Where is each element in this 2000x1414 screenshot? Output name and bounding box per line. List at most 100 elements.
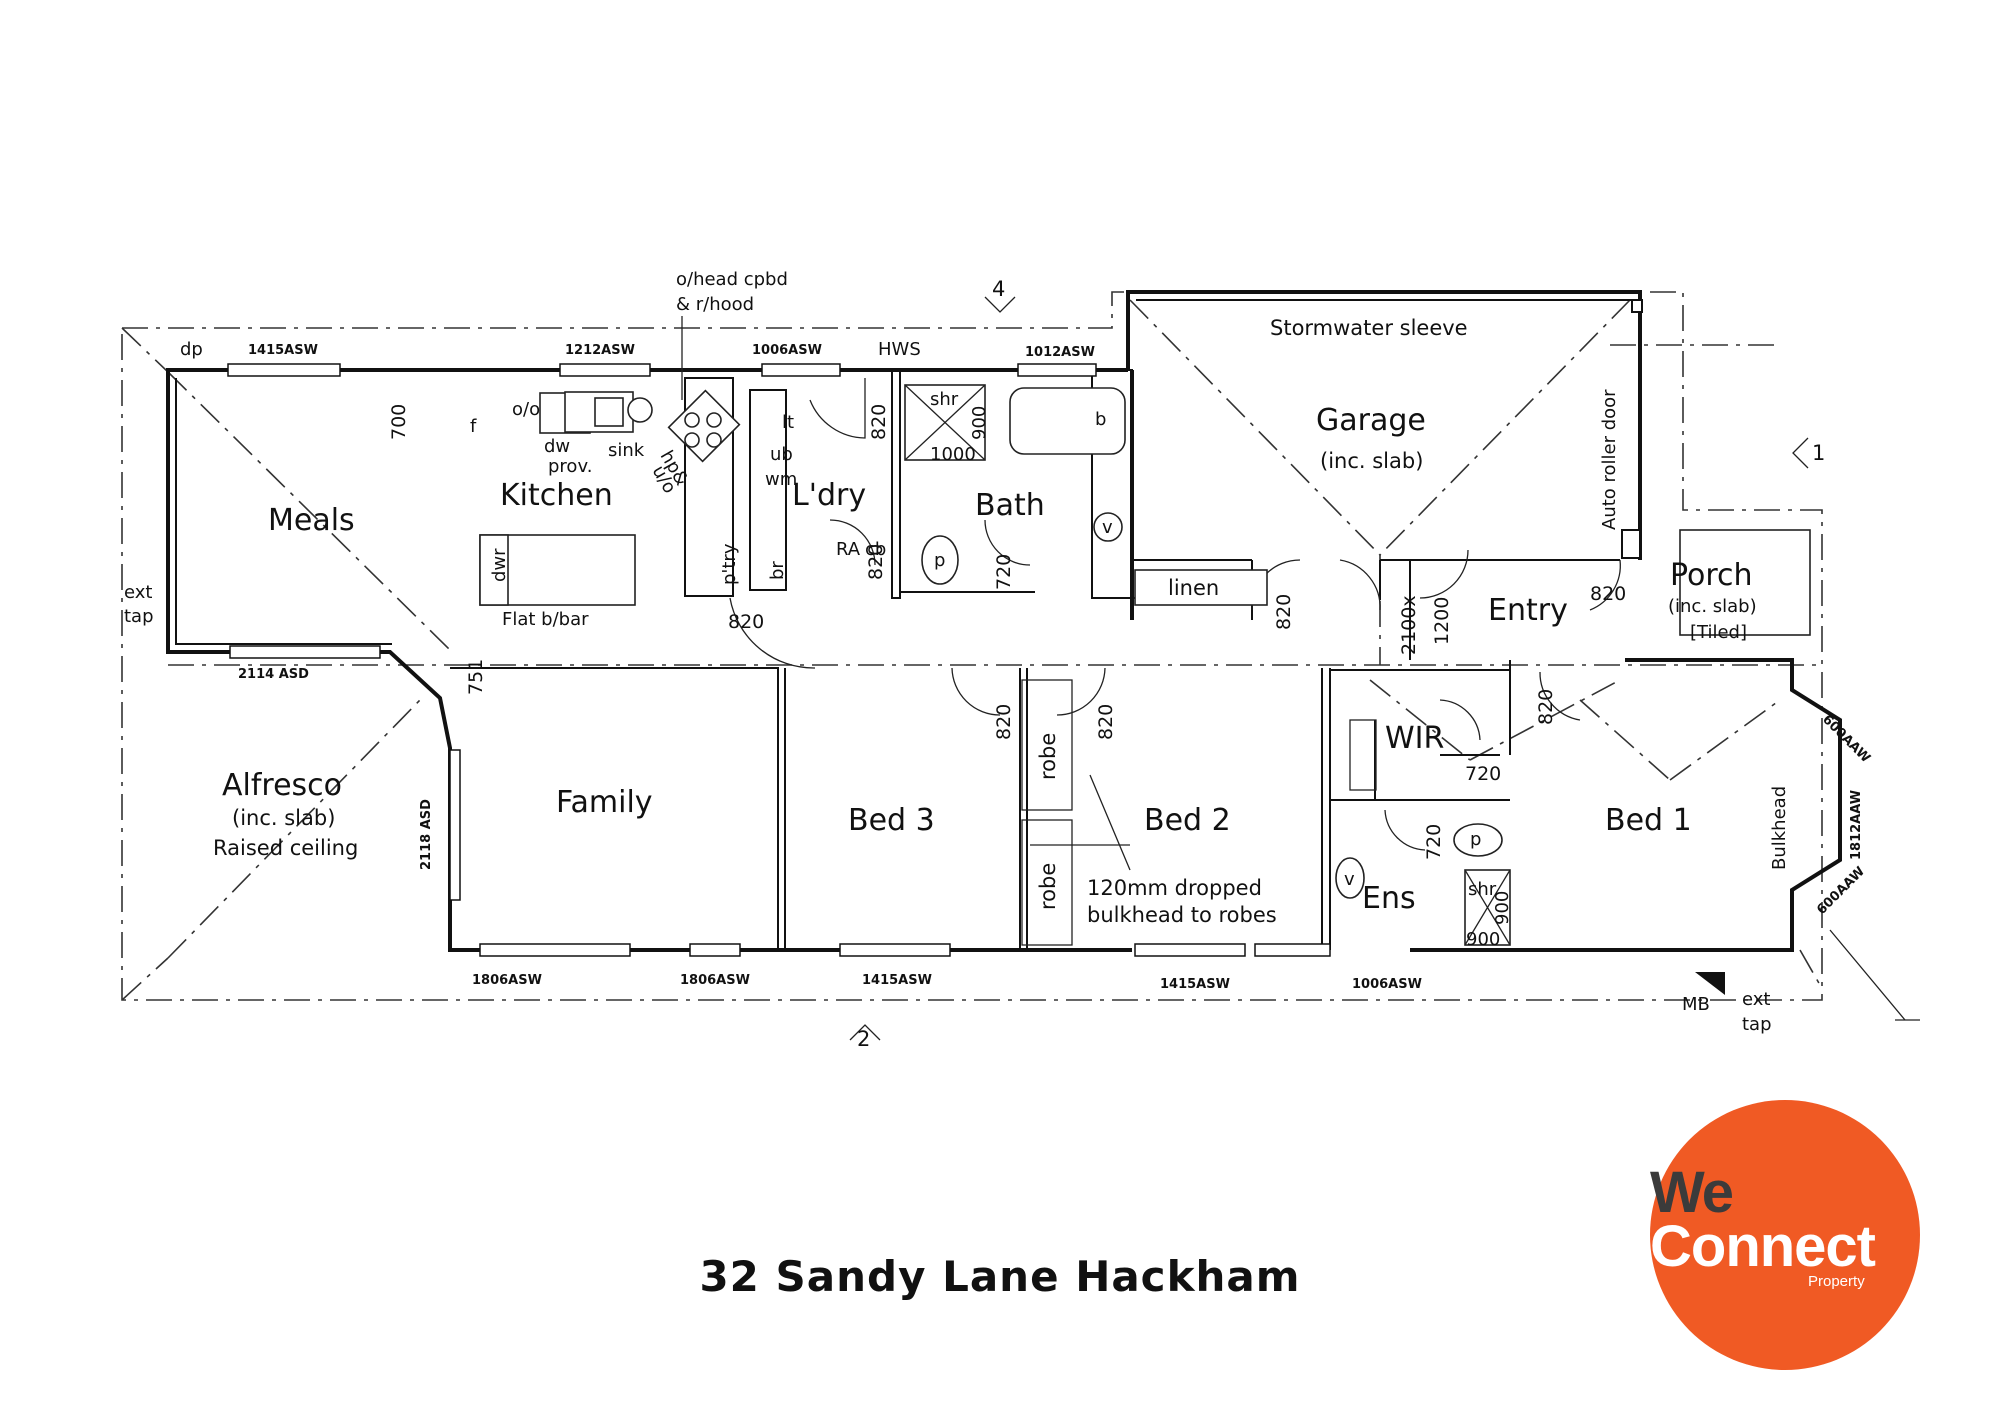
room-meals: Meals [268, 503, 355, 538]
room-garage: Garage [1316, 403, 1426, 438]
alfresco-note-ceiling: Raised ceiling [213, 836, 358, 860]
label-stormwater-sleeve: Stormwater sleeve [1270, 316, 1468, 340]
room-alfresco: Alfresco [222, 768, 342, 803]
porch-note-slab: (inc. slab) [1668, 596, 1757, 617]
room-ensuite: Ens [1362, 881, 1416, 916]
label-linen: linen [1168, 576, 1219, 600]
window-code-10: 1415ASW [1160, 977, 1230, 992]
label-ra: RA [836, 539, 861, 560]
label-shower: shr [930, 389, 959, 410]
room-kitchen: Kitchen [500, 478, 613, 513]
window-code-6: 2118 ASD [419, 799, 434, 870]
section-marker-4: 4 [992, 277, 1005, 301]
room-bath: Bath [975, 488, 1045, 523]
label-flat-bar: Flat b/bar [502, 609, 589, 630]
door-swings [729, 378, 1621, 851]
label-ext-tap-right-1: ext [1742, 989, 1770, 1010]
dim-820-bed1: 820 [1535, 689, 1557, 725]
label-hws: HWS [878, 339, 921, 360]
dim-720-bath: 720 [993, 554, 1015, 590]
dim-900-ens-h: 900 [1466, 929, 1500, 950]
label-robe-1: robe [1036, 733, 1060, 780]
section-marker-2: 2 [857, 1027, 870, 1051]
logo-text-we: We [1650, 1160, 1734, 1225]
dim-820-bed2: 820 [1095, 704, 1117, 740]
window-code-8: 1806ASW [680, 973, 750, 988]
room-wir: WIR [1385, 721, 1444, 756]
label-oo: o/o [512, 399, 540, 420]
label-dw: dw [544, 436, 570, 457]
label-pantry: p'try [719, 543, 740, 585]
dim-820-bed3: 820 [993, 704, 1015, 740]
window-code-13: 600AAW [1819, 712, 1873, 766]
section-marker-1: 1 [1812, 441, 1825, 465]
label-vanity: v [1102, 517, 1113, 538]
label-mb: MB [1682, 994, 1710, 1015]
window-code-2: 1212ASW [565, 343, 635, 358]
dim-900-ens-v: 900 [1492, 891, 1513, 925]
label-auto-roller-door: Auto roller door [1599, 389, 1620, 530]
label-vanity-ens: v [1344, 869, 1355, 890]
label-fridge: f [470, 416, 477, 437]
window-openings [227, 363, 1331, 957]
label-cb: cb [865, 539, 886, 560]
label-ext-tap-left-1: ext [124, 582, 152, 603]
porch-note-tiled: [Tiled] [1690, 622, 1747, 643]
label-ub: ub [770, 444, 793, 465]
window-code-7: 1806ASW [472, 973, 542, 988]
dim-820-linen: 820 [1273, 594, 1295, 630]
weconnect-logo: We Connect Property [1650, 1100, 1920, 1370]
dim-1200: 1200 [1431, 597, 1453, 645]
label-toilet-ens: p [1470, 829, 1481, 850]
roof-outline [121, 291, 1920, 1021]
label-bulkhead-note-1: 120mm dropped [1087, 876, 1262, 900]
logo-text-property: Property [1808, 1273, 1865, 1290]
window-code-1: 1415ASW [248, 343, 318, 358]
label-ext-tap-left-2: tap [124, 606, 154, 627]
label-sink: sink [608, 440, 645, 461]
window-code-4: 1012ASW [1025, 345, 1095, 360]
dim-820-laundry: 820 [868, 404, 890, 440]
label-bulkhead-note-2: bulkhead to robes [1087, 903, 1277, 927]
room-bed1: Bed 1 [1605, 803, 1692, 838]
room-family: Family [556, 785, 653, 820]
label-rangehood: & r/hood [676, 294, 754, 315]
window-code-11: 1006ASW [1352, 977, 1422, 992]
room-entry: Entry [1488, 593, 1568, 628]
label-shower-ens: shr [1468, 879, 1497, 900]
dim-900-shower: 900 [969, 406, 990, 440]
window-code-9: 1415ASW [862, 973, 932, 988]
dim-820-entry: 820 [1590, 583, 1626, 605]
label-bath-b: b [1095, 409, 1106, 430]
label-wm: wm [765, 469, 797, 490]
property-address: 32 Sandy Lane Hackham [699, 1252, 1301, 1301]
window-code-5: 2114 ASD [238, 667, 309, 682]
label-toilet: p [934, 550, 945, 571]
dim-720-wir: 720 [1465, 763, 1501, 785]
dim-820-laundry-cb: 820 [865, 544, 887, 580]
room-bed2: Bed 2 [1144, 803, 1231, 838]
dim-720-ens: 720 [1423, 824, 1445, 860]
dim-1000: 1000 [930, 444, 976, 465]
window-code-3: 1006ASW [752, 343, 822, 358]
label-overhead-cupboard: o/head cpbd [676, 269, 788, 290]
dim-2100: 2100x [1398, 595, 1420, 655]
label-lt: lt [782, 412, 794, 433]
label-robe-2: robe [1036, 863, 1060, 910]
label-downpipe: dp [180, 339, 203, 360]
dim-700: 700 [388, 404, 410, 440]
label-bulkhead: Bulkhead [1769, 786, 1790, 870]
label-ext-tap-right-2: tap [1742, 1014, 1772, 1035]
label-prov: prov. [548, 456, 592, 477]
section-markers [849, 296, 1809, 1041]
room-porch: Porch [1670, 558, 1753, 593]
fixtures [479, 384, 1811, 995]
garage-note: (inc. slab) [1320, 449, 1423, 473]
room-laundry: L'dry [792, 478, 866, 513]
room-bed3: Bed 3 [848, 803, 935, 838]
label-broom: br [767, 561, 788, 580]
dim-820-kitchen: 820 [728, 611, 764, 633]
logo-text-connect: Connect [1650, 1214, 1876, 1279]
alfresco-note-slab: (inc. slab) [232, 806, 335, 830]
